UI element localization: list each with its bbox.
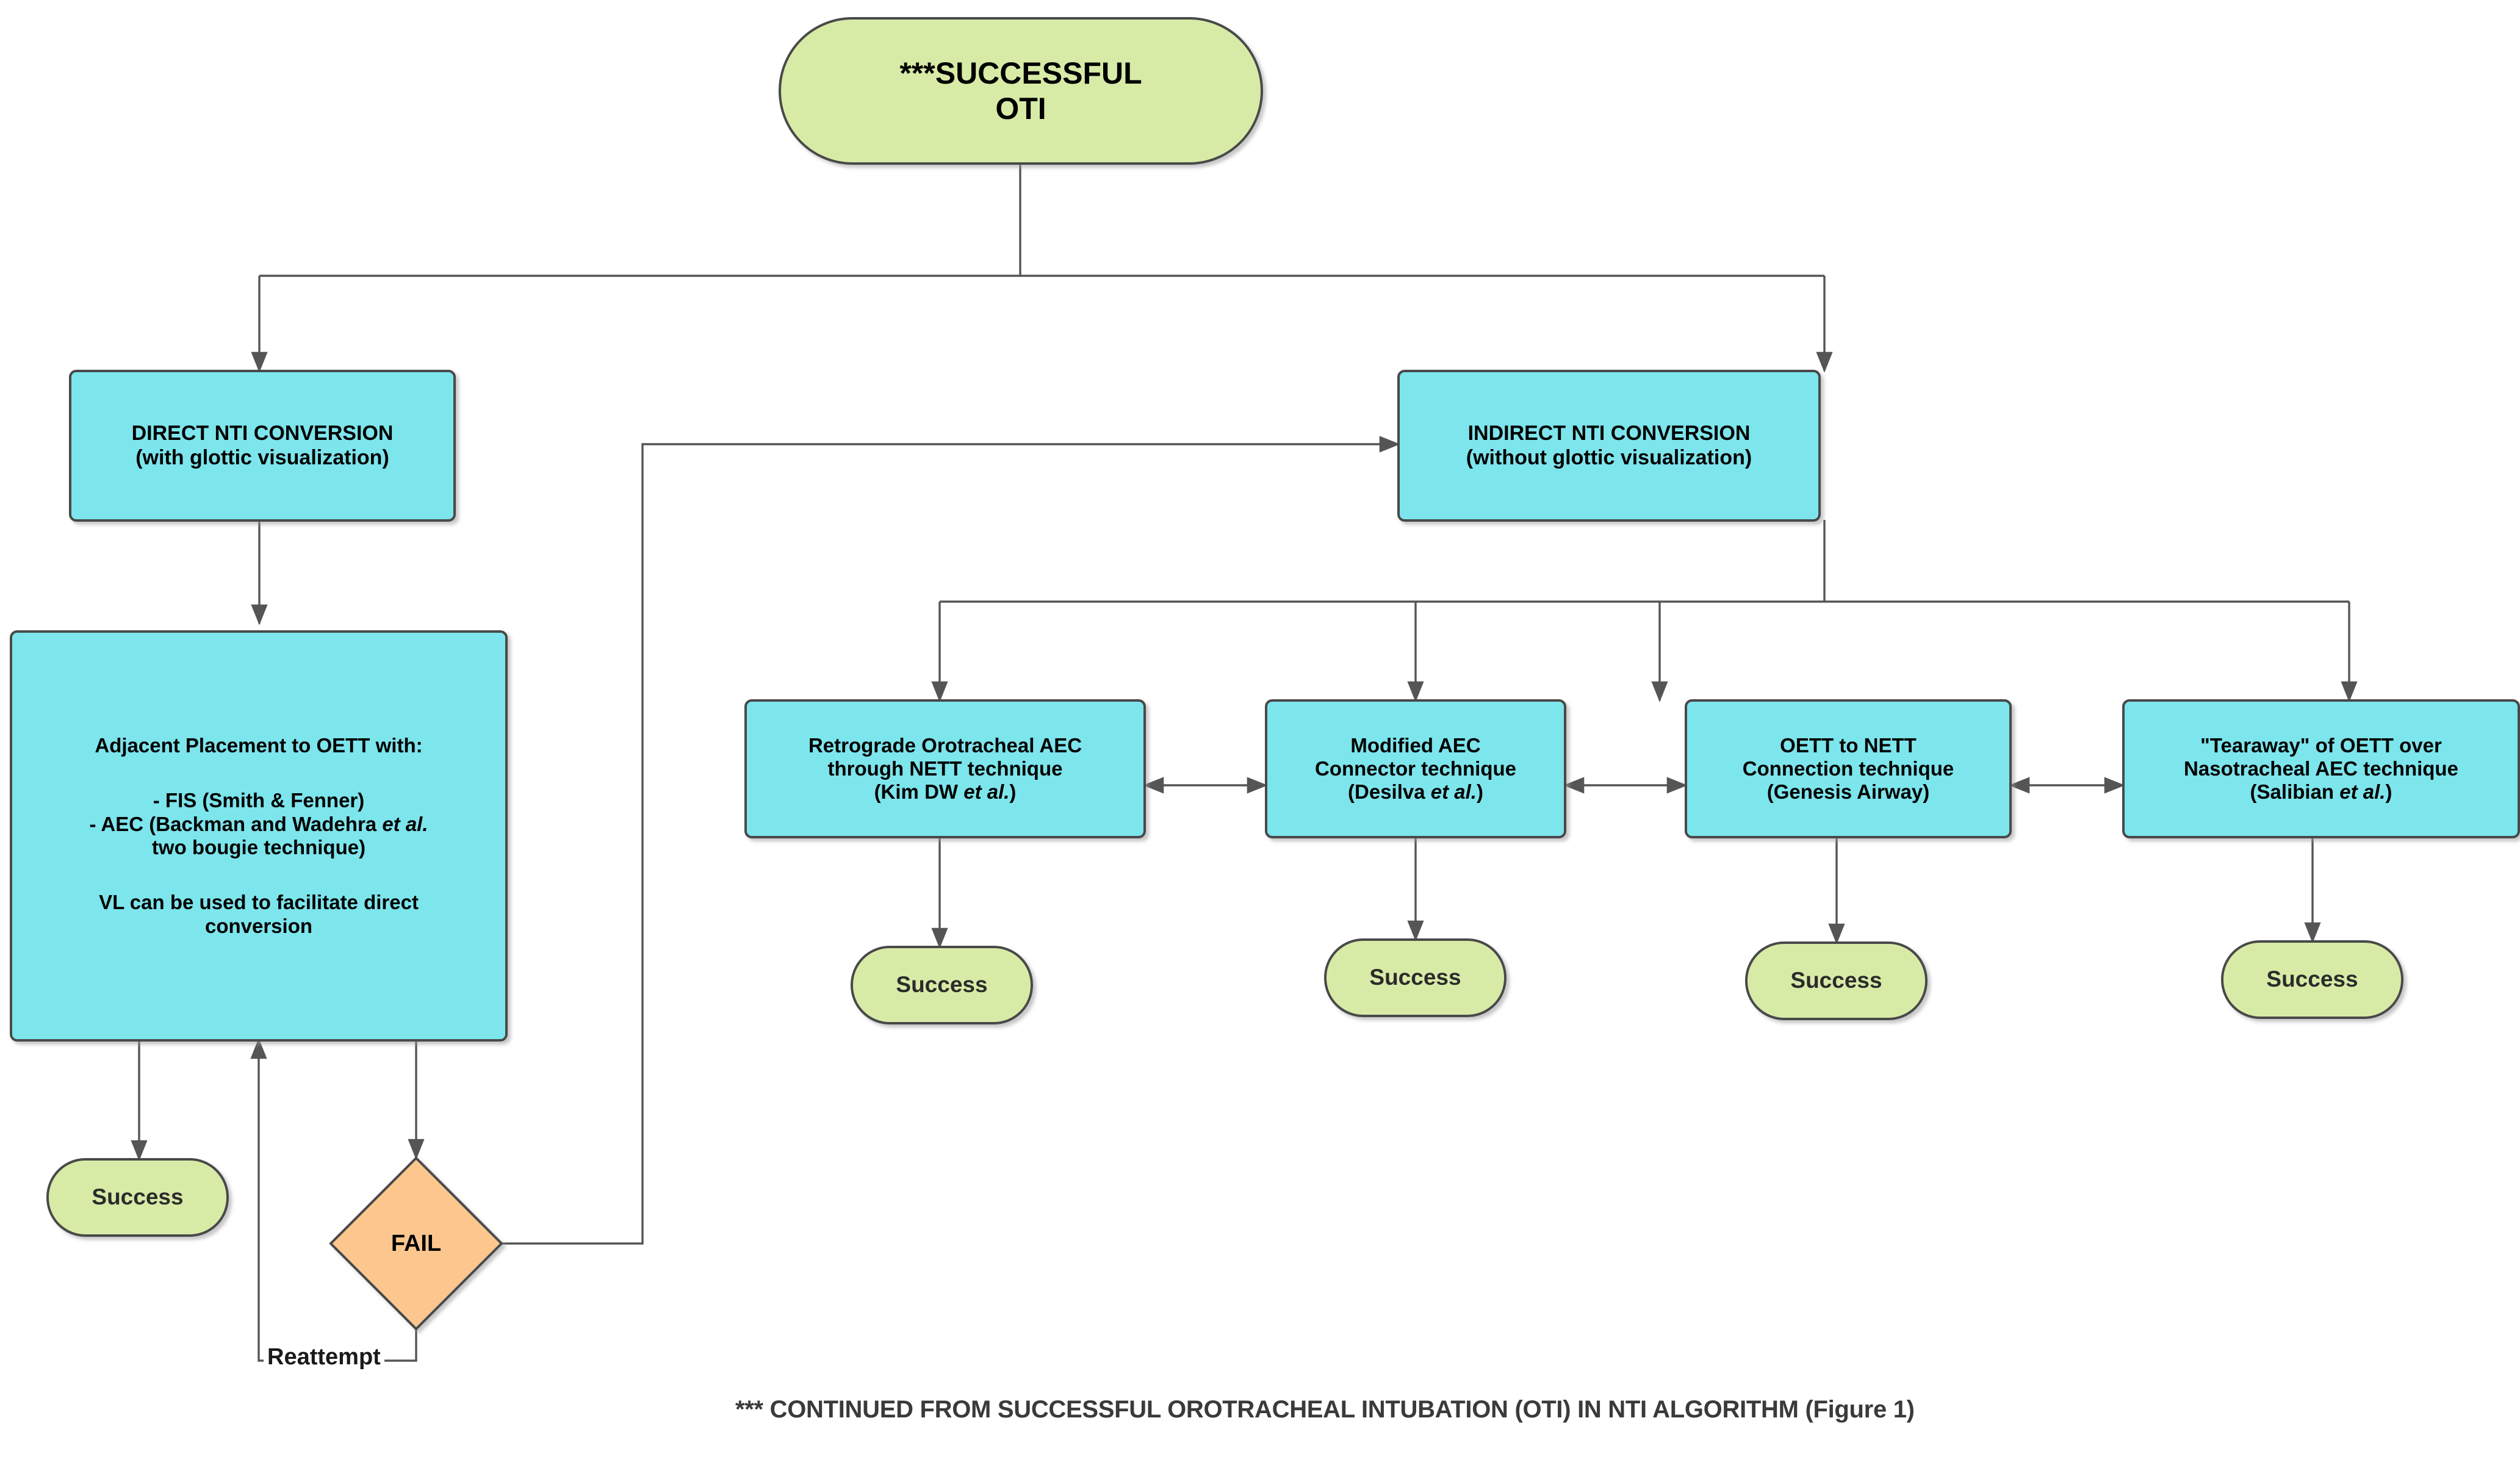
shape-direct-nti-conversion xyxy=(69,370,456,522)
shape-success-direct xyxy=(46,1158,229,1237)
shape-success-oett-nett xyxy=(1745,941,1928,1020)
shape-indirect-nti-conversion xyxy=(1397,370,1821,522)
shape-retrograde-orotracheal-aec xyxy=(744,699,1146,838)
connector-reattempt-into-adjacent xyxy=(250,1038,299,1362)
reattempt-edge-label: Reattempt xyxy=(264,1344,384,1370)
shape-tearaway-of-oett xyxy=(2122,699,2520,838)
shape-success-modified-aec xyxy=(1324,938,1507,1017)
shape-modified-aec-connector xyxy=(1265,699,1566,838)
shape-adjacent-placement xyxy=(10,630,508,1042)
shape-success-retrograde xyxy=(851,946,1033,1024)
shape-successful-oti xyxy=(779,17,1263,165)
shape-success-tearaway xyxy=(2221,940,2403,1019)
shape-fail-decision xyxy=(329,1156,503,1331)
shape-oett-to-nett-connection xyxy=(1685,699,2012,838)
figure-caption: *** CONTINUED FROM SUCCESSFUL OROTRACHEA… xyxy=(735,1396,1915,1423)
connector-fail-to-indirect xyxy=(464,436,1400,1245)
